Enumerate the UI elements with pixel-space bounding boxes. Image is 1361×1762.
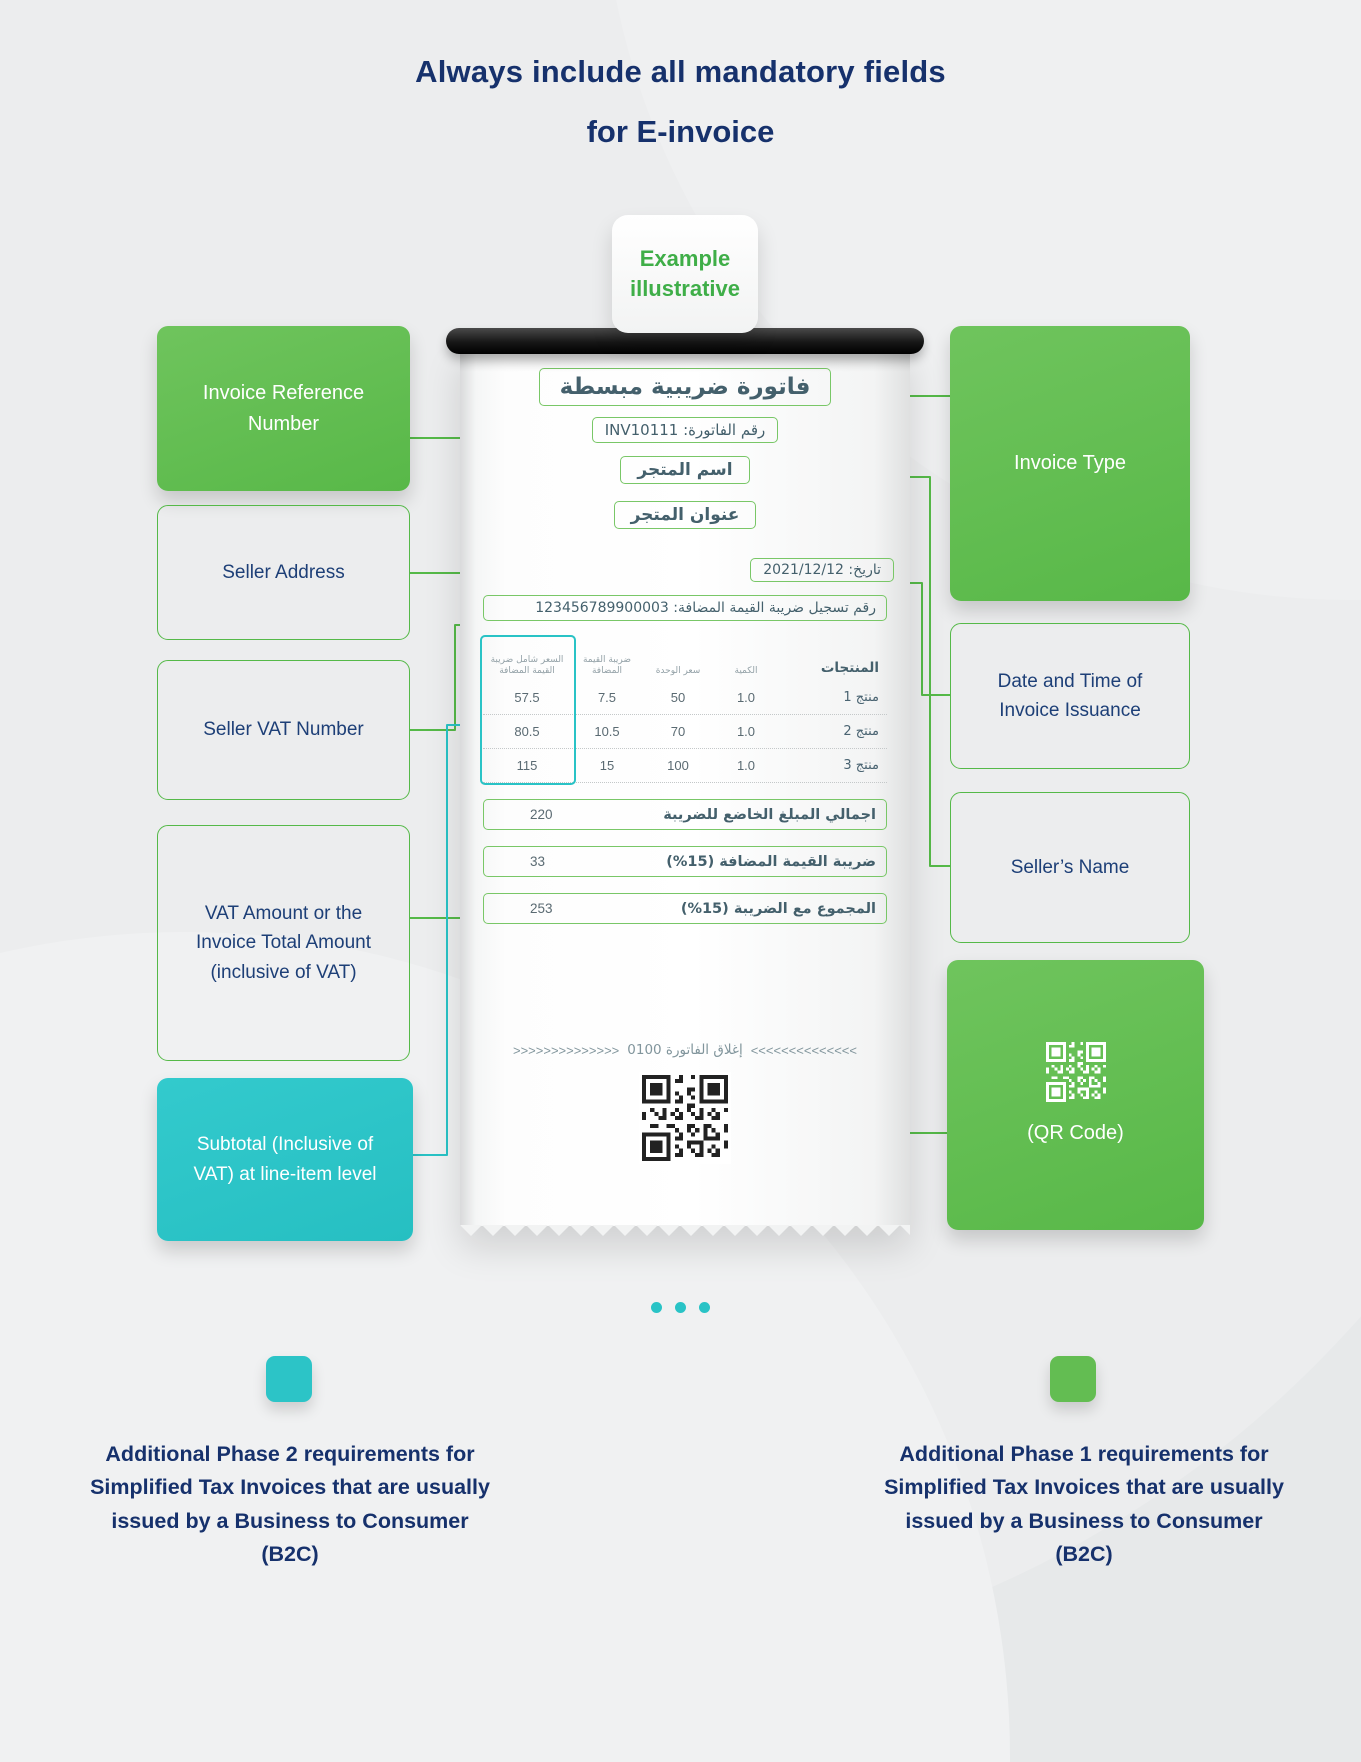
phase1-swatch [1050, 1356, 1096, 1402]
products-table: السعر شامل ضريبة القيمة المضافة ضريبة ال… [480, 635, 887, 785]
callout-invoice-reference-label: Invoice Reference Number [202, 381, 365, 435]
pagination-dots [0, 1302, 1361, 1313]
page-title: Always include all mandatory fields [415, 54, 946, 89]
table-header-row: السعر شامل ضريبة القيمة المضافة ضريبة ال… [483, 639, 887, 681]
phase2-legend-text: Additional Phase 2 requirements for Simp… [90, 1442, 490, 1566]
header-unit-price: سعر الوحدة [655, 665, 701, 676]
phase1-legend-text: Additional Phase 1 requirements for Simp… [884, 1442, 1284, 1566]
callout-seller-address: Seller Address [157, 505, 410, 640]
taxable-total-label: اجمالي المبلغ الخاضع للضريبة [663, 806, 876, 823]
callout-vat-amount-label: VAT Amount or the Invoice Total Amount (… [196, 902, 371, 983]
grand-total-label: المجموع مع الضريبة (15%) [680, 900, 876, 917]
callout-seller-name: Seller’s Name [950, 792, 1190, 943]
callout-date-time-label: Date and Time of Invoice Issuance [997, 670, 1143, 721]
cell-product: منتج 1 [843, 690, 879, 705]
example-badge-line2: illustrative [629, 276, 741, 301]
cell-unit-price: 100 [667, 758, 689, 773]
cell-total: 80.5 [514, 724, 540, 739]
callout-invoice-type-label: Invoice Type [1014, 452, 1126, 474]
cell-vat: 15 [599, 758, 615, 773]
header-products: المنتجات [820, 660, 879, 677]
cell-qty: 1.0 [736, 690, 756, 705]
callout-date-time: Date and Time of Invoice Issuance [950, 623, 1190, 769]
callout-subtotal-label: Subtotal (Inclusive of VAT) at line-item… [193, 1134, 377, 1185]
header-qty: الكمية [734, 665, 758, 676]
receipt-qr-icon [639, 1072, 731, 1164]
receipt-zigzag [460, 1225, 910, 1236]
callout-qr-code: (QR Code) [947, 960, 1204, 1230]
header-vat: ضريبة القيمة المضافة [582, 654, 632, 676]
vat-total-row: 33 ضريبة القيمة المضافة (15%) [483, 846, 887, 877]
grand-total-value: 253 [530, 901, 553, 916]
callout-invoice-reference: Invoice Reference Number [157, 326, 410, 491]
cell-vat: 7.5 [597, 690, 617, 705]
dot [651, 1302, 662, 1313]
store-name-field: اسم المتجر [620, 456, 750, 484]
callout-seller-vat: Seller VAT Number [157, 660, 410, 800]
cell-product: منتج 2 [843, 724, 879, 739]
cell-product: منتج 3 [843, 758, 879, 773]
qr-code-icon [1045, 1041, 1106, 1102]
callout-subtotal: Subtotal (Inclusive of VAT) at line-item… [157, 1078, 413, 1241]
table-row: 80.5 10.5 70 1.0 منتج 2 [483, 715, 887, 749]
callout-invoice-type: Invoice Type [950, 326, 1190, 601]
vat-total-label: ضريبة القيمة المضافة (15%) [666, 853, 876, 870]
invoice-type-field: فاتورة ضريبية مبسطة [538, 368, 832, 406]
page-subtitle: for E-invoice [586, 114, 775, 149]
closing-left-arrows: >>>>>>>>>>>>>> [512, 1042, 620, 1058]
invoice-closing-line: >>>>>>>>>>>>>> إغلاق الفاتورة 0100 <<<<<… [513, 1042, 857, 1058]
cell-unit-price: 50 [670, 690, 686, 705]
dot [699, 1302, 710, 1313]
vat-total-value: 33 [530, 854, 546, 869]
cell-vat: 10.5 [594, 724, 620, 739]
header-price-incl-vat: السعر شامل ضريبة القيمة المضافة [490, 654, 564, 676]
cell-qty: 1.0 [736, 758, 756, 773]
invoice-number-field: رقم الفاتورة: INV10111 [591, 417, 779, 443]
example-badge-line1: Example [639, 246, 731, 271]
cell-unit-price: 70 [670, 724, 686, 739]
cell-total: 57.5 [514, 690, 540, 705]
taxable-total-value: 220 [530, 807, 553, 822]
taxable-total-row: 220 اجمالي المبلغ الخاضع للضريبة [483, 799, 887, 830]
callout-vat-amount: VAT Amount or the Invoice Total Amount (… [157, 825, 410, 1061]
closing-text: إغلاق الفاتورة 0100 [627, 1042, 743, 1058]
callout-seller-vat-label: Seller VAT Number [203, 719, 364, 741]
callout-seller-name-label: Seller’s Name [1010, 856, 1130, 878]
cell-total: 115 [516, 758, 538, 773]
grand-total-row: 253 المجموع مع الضريبة (15%) [483, 893, 887, 924]
receipt-paper: فاتورة ضريبية مبسطة رقم الفاتورة: INV101… [460, 342, 910, 1236]
table-row: 115 15 100 1.0 منتج 3 [483, 749, 887, 783]
callout-seller-address-label: Seller Address [222, 561, 345, 583]
table-row: 57.5 7.5 50 1.0 منتج 1 [483, 681, 887, 715]
cell-qty: 1.0 [736, 724, 756, 739]
example-badge: Example illustrative [612, 215, 758, 333]
store-address-field: عنوان المتجر [613, 501, 757, 529]
vat-registration-field: رقم تسجيل ضريبة القيمة المضافة: 12345678… [483, 595, 887, 621]
dot [675, 1302, 686, 1313]
callout-qr-code-label: (QR Code) [1027, 1121, 1124, 1144]
invoice-date-field: تاريخ: 2021/12/12 [750, 558, 894, 582]
phase2-swatch [266, 1356, 312, 1402]
closing-right-arrows: <<<<<<<<<<<<<< [750, 1042, 857, 1058]
